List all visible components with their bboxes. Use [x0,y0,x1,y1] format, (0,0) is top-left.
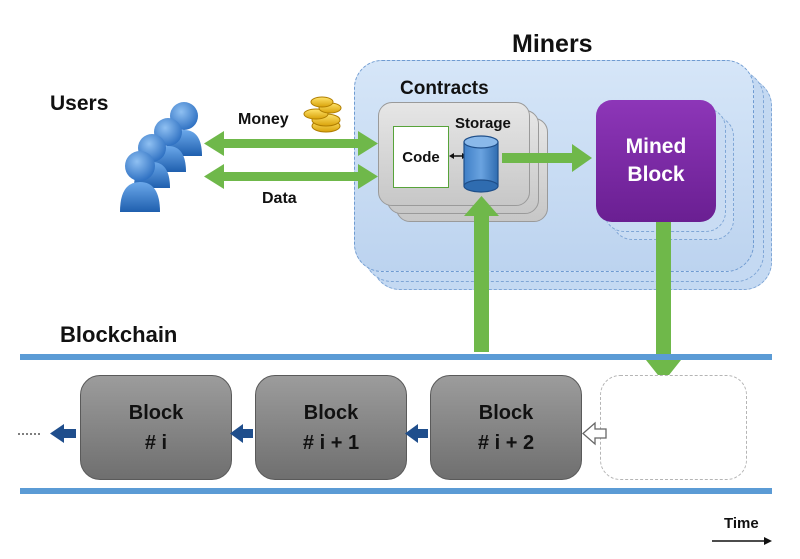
chain-arrow-left-icon [50,424,76,443]
storage-database-icon [463,135,499,193]
code-label: Code [402,148,440,166]
money-flow-arrow [204,131,378,156]
block-number: # i + 2 [477,431,535,454]
block-title: Block [303,401,359,424]
money-label: Money [238,111,289,128]
storage-to-mined-arrow [502,144,592,172]
block-number: # i + 1 [302,431,360,454]
chain-arrow-left-icon [230,424,253,443]
code-box: Code [393,126,449,188]
contracts-label: Contracts [400,78,489,99]
data-flow-arrow [204,164,378,189]
miners-label: Miners [512,30,593,58]
time-label: Time [724,515,759,532]
block-title: Block [478,401,534,424]
data-label: Data [262,190,297,207]
block-number: # i [144,431,168,454]
mined-to-chain-arrow [646,222,681,382]
time-arrow-icon [712,537,772,545]
mined-block-line2: Block [627,163,685,186]
chain-to-storage-arrow [464,196,499,352]
block-i-plus-1: Block # i + 1 [255,375,407,480]
coins-icon [303,96,342,133]
block-i-plus-2: Block # i + 2 [430,375,582,480]
users-label: Users [50,92,109,115]
users-group-icon [120,102,202,212]
chain-rail-top [20,354,772,360]
pending-arrow-outline-icon [582,421,607,446]
pending-block-slot [600,375,747,480]
blockchain-label: Blockchain [60,322,178,347]
storage-label: Storage [455,115,511,132]
block-title: Block [128,401,184,424]
mined-block: Mined Block [596,100,716,222]
chain-rail-bottom [20,488,772,494]
block-i: Block # i [80,375,232,480]
mined-block-line1: Mined [625,135,687,158]
chain-arrow-left-icon [405,424,428,443]
